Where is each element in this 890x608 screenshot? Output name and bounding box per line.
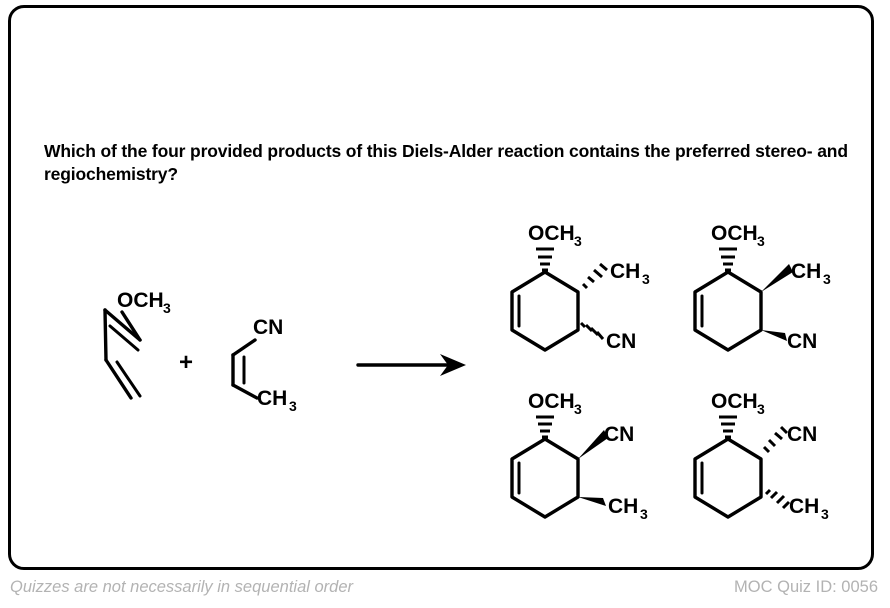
question-text: Which of the four provided products of t…	[44, 141, 848, 185]
footer-quiz-id: MOC Quiz ID: 0056	[734, 578, 878, 596]
quiz-card	[8, 5, 874, 570]
footer-note-left: Quizzes are not necessarily in sequentia…	[10, 578, 354, 596]
